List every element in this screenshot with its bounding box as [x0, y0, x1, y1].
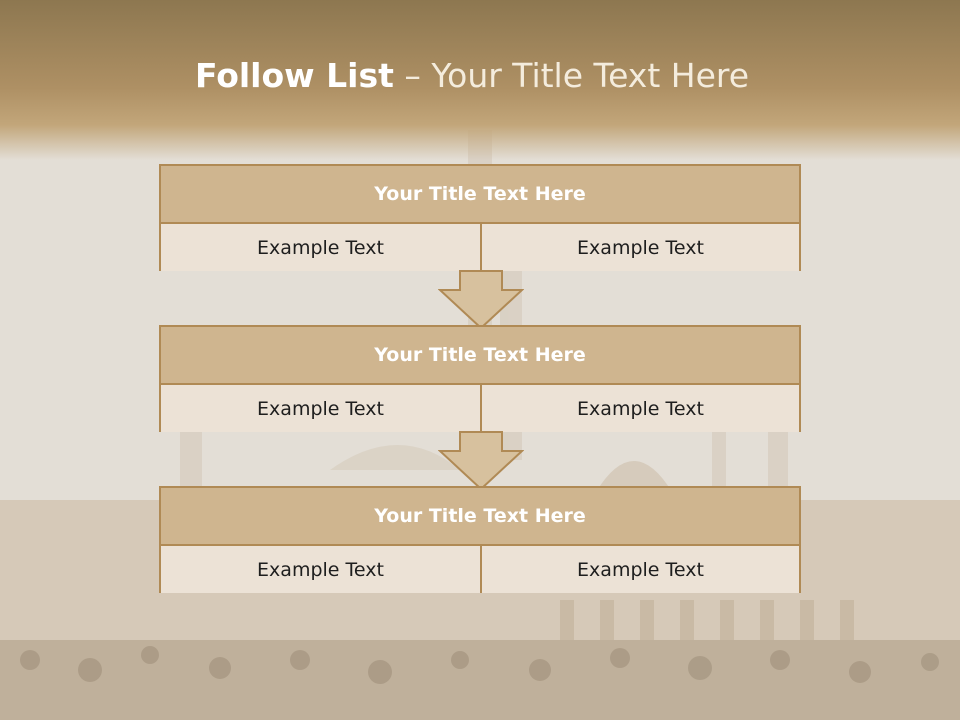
- down-arrow-icon: [438, 431, 524, 491]
- slide-title-bold: Follow List: [194, 56, 394, 95]
- step-title-1: Your Title Text Here: [161, 166, 799, 224]
- step-3-left-text: Example Text: [161, 546, 482, 593]
- header-band: [0, 0, 960, 160]
- step-1-right-text: Example Text: [482, 224, 799, 271]
- step-box-3: Your Title Text Here Example Text Exampl…: [159, 486, 801, 593]
- step-2-right-text: Example Text: [482, 385, 799, 432]
- step-title-3: Your Title Text Here: [161, 488, 799, 546]
- step-2-left-text: Example Text: [161, 385, 482, 432]
- step-box-2: Your Title Text Here Example Text Exampl…: [159, 325, 801, 432]
- slide-title-rest: – Your Title Text Here: [393, 56, 750, 95]
- step-1-left-text: Example Text: [161, 224, 482, 271]
- step-title-2: Your Title Text Here: [161, 327, 799, 385]
- slide-title: Follow List – Your Title Text Here: [0, 52, 944, 100]
- step-box-1: Your Title Text Here Example Text Exampl…: [159, 164, 801, 271]
- down-arrow-icon: [438, 270, 524, 330]
- step-3-right-text: Example Text: [482, 546, 799, 593]
